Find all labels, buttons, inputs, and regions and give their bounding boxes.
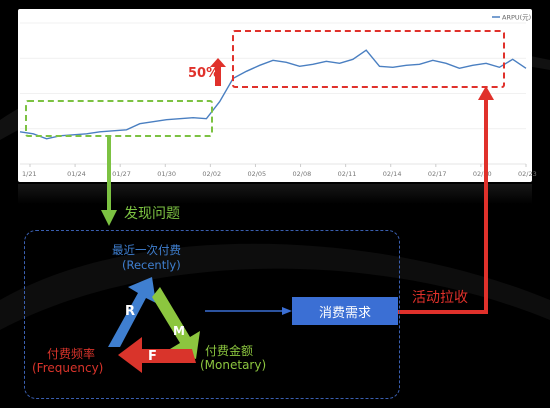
activity-label: 活动拉收 (412, 290, 468, 306)
recently-label-cn: 最近一次付费 (112, 243, 181, 257)
f-arrow (118, 337, 196, 373)
x-tick-label: 02/08 (293, 170, 312, 178)
chart-x-ticks: 1/21 01/24 01/27 01/30 02/02 02/05 02/08 02/11 0… (22, 164, 537, 178)
green-arrow-head (101, 210, 117, 226)
up-arrow-icon (210, 58, 226, 86)
series-line-arpu (19, 49, 527, 140)
chart-series-line (19, 49, 527, 140)
x-tick-label: 02/14 (383, 170, 402, 178)
chart-legend: ARPU(元) (492, 14, 531, 22)
increase-percent-label: 50% (188, 66, 220, 81)
r-arrow (108, 277, 156, 347)
x-tick-label: 02/05 (247, 170, 266, 178)
monetary-label-cn: 付费金额 (205, 344, 254, 358)
consumer-demand-box: 消费需求 (292, 297, 398, 325)
x-tick-label: 01/27 (112, 170, 131, 178)
x-tick-label: 02/02 (202, 170, 221, 178)
frequency-label-cn: 付费频率 (47, 347, 96, 361)
x-tick-label: 02/23 (518, 170, 537, 178)
x-tick-label: 01/30 (157, 170, 176, 178)
chart-grid (20, 22, 526, 165)
m-arrow (152, 287, 200, 359)
green-highlight-box (25, 100, 213, 137)
rfm-cycle-diagram: R M F (108, 277, 200, 373)
frequency-label-en: (Frequency) (32, 361, 104, 375)
consumer-demand-label: 消费需求 (318, 305, 371, 321)
x-tick-label: 02/17 (428, 170, 447, 178)
letter-f: F (148, 349, 157, 364)
chart-card (18, 9, 532, 182)
recently-label-en: (Recently) (122, 258, 181, 272)
letter-r: R (125, 304, 135, 319)
letter-m: M (173, 324, 185, 338)
x-tick-label: 02/20 (473, 170, 492, 178)
monetary-label-en: (Monetary) (200, 358, 267, 372)
red-arrow-head (478, 86, 494, 100)
blue-arrow-head (282, 307, 292, 315)
red-arrow-shaft (398, 98, 488, 314)
legend-label: ARPU(元) (502, 14, 531, 22)
rfm-frame (24, 230, 400, 399)
green-arrow-shaft (107, 137, 111, 213)
x-tick-label: 02/11 (338, 170, 357, 178)
x-tick-label: 01/24 (67, 170, 86, 178)
find-problem-label: 发现问题 (124, 206, 180, 222)
x-tick-label: 1/21 (22, 170, 37, 178)
red-highlight-box (232, 30, 505, 88)
line-chart: 1/21 01/24 01/27 01/30 02/02 02/05 02/08 02/11 0… (19, 14, 537, 178)
chart-reflection (18, 184, 532, 204)
